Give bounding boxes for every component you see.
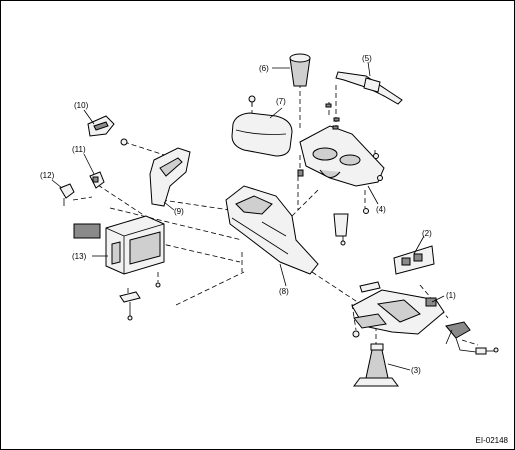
figure-code: EI-02148	[476, 436, 509, 445]
fuse-box-bracket	[119, 282, 161, 321]
callout-1: (1)	[446, 291, 456, 300]
armrest-lid	[231, 112, 293, 157]
screw-lid	[248, 95, 256, 106]
callout-2: (2)	[422, 229, 432, 238]
callout-leaders	[51, 61, 445, 371]
rear-bracket	[335, 71, 403, 105]
shift-boot	[352, 330, 399, 387]
side-panel	[149, 147, 191, 207]
callout-11: (11)	[72, 145, 86, 154]
callout-10: (10)	[74, 101, 89, 110]
callout-5: (5)	[362, 54, 372, 63]
callout-9: (9)	[174, 207, 184, 216]
callout-7: (7)	[276, 97, 286, 106]
cup-holder-base	[297, 103, 385, 187]
shift-trim-panel	[351, 281, 445, 335]
fuse-box	[73, 215, 165, 275]
callout-6: (6)	[259, 64, 269, 73]
connector	[59, 183, 75, 206]
switch-assembly	[393, 245, 435, 275]
assembly-dash-lines	[72, 75, 479, 346]
switch-panel	[87, 115, 128, 146]
callout-3: (3)	[411, 366, 421, 375]
callout-4: (4)	[376, 205, 386, 214]
screw-right	[363, 153, 383, 214]
cup-holder-insert	[289, 53, 311, 87]
wiring-harness	[445, 321, 499, 355]
callout-12: (12)	[40, 171, 55, 180]
callout-labels: (1) (2) (3) (4) (5) (6) (7) (8) (9) (10)…	[40, 54, 456, 375]
callout-8: (8)	[279, 287, 289, 296]
accessory-socket	[89, 171, 105, 189]
console-clip	[333, 213, 349, 246]
console-body	[225, 185, 319, 275]
callout-13: (13)	[72, 252, 87, 261]
